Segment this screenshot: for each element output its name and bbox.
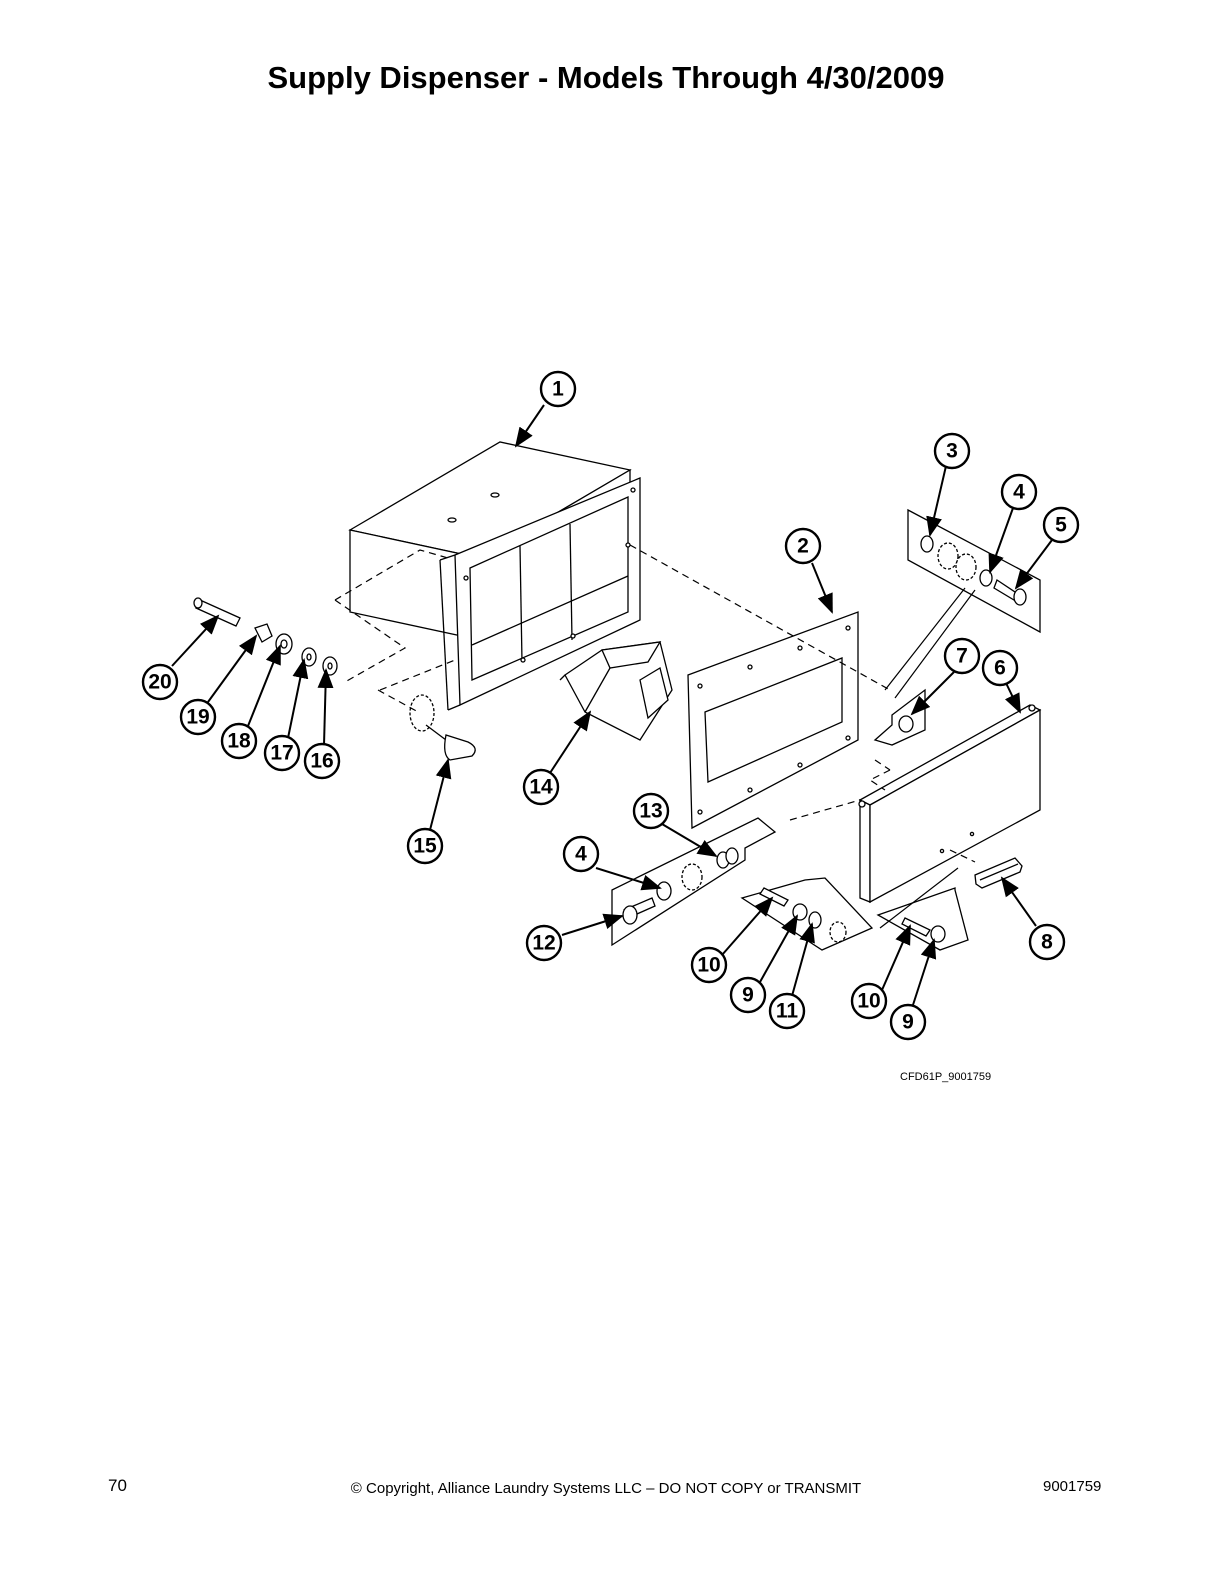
callout-9-right: 9	[889, 1003, 927, 1041]
svg-text:6: 6	[994, 657, 1006, 680]
dispenser-housing	[348, 441, 641, 711]
hardware-group-upper-right	[907, 508, 1041, 634]
gasket-panel	[687, 611, 859, 830]
callout-11: 11	[768, 992, 806, 1030]
callout-14: 14	[522, 768, 560, 806]
callout-19: 19	[179, 698, 217, 736]
callout-12: 12	[525, 924, 563, 962]
callout-2: 2	[784, 527, 822, 565]
callout-3: 3	[933, 432, 971, 470]
leader-lines-solid	[879, 587, 976, 929]
callout-4-lower: 4	[562, 835, 600, 873]
callout-10-right: 10	[850, 982, 888, 1020]
svg-text:4: 4	[575, 843, 587, 866]
callout-16: 16	[303, 742, 341, 780]
callout-6: 6	[981, 649, 1019, 687]
callout-arrows	[171, 404, 1053, 1009]
document-number: 9001759	[1043, 1478, 1102, 1495]
svg-text:18: 18	[227, 730, 251, 753]
svg-text:1: 1	[552, 378, 564, 401]
svg-text:13: 13	[639, 800, 662, 823]
callout-9-center: 9	[729, 976, 767, 1014]
svg-text:19: 19	[186, 706, 209, 729]
svg-text:17: 17	[270, 742, 293, 765]
svg-text:20: 20	[148, 671, 171, 694]
svg-text:9: 9	[742, 984, 754, 1007]
svg-text:7: 7	[956, 645, 968, 668]
svg-text:11: 11	[776, 1000, 799, 1023]
svg-text:4: 4	[1013, 481, 1025, 504]
svg-text:5: 5	[1055, 514, 1067, 537]
copyright-notice: © Copyright, Alliance Laundry Systems LL…	[350, 1480, 862, 1497]
callout-20: 20	[141, 663, 179, 701]
page-title: Supply Dispenser - Models Through 4/30/2…	[267, 60, 945, 95]
page-number: 70	[108, 1476, 127, 1495]
svg-text:16: 16	[310, 750, 333, 773]
assembly-dashed-lines	[334, 544, 976, 863]
svg-text:10: 10	[697, 954, 720, 977]
svg-text:9: 9	[902, 1011, 914, 1034]
callout-10-center: 10	[690, 946, 728, 984]
drawing-code: CFD61P_9001759	[900, 1071, 991, 1083]
callout-5: 5	[1042, 506, 1080, 544]
callout-13: 13	[632, 792, 670, 830]
svg-text:2: 2	[797, 535, 809, 558]
svg-text:3: 3	[946, 440, 958, 463]
lid-handle	[974, 857, 1023, 889]
callouts: 1 2 3 4 5 6 7 8 9 10 11 12 13 14 15 16 1…	[141, 370, 1080, 1041]
cover-lid	[858, 704, 1042, 904]
svg-text:8: 8	[1041, 931, 1053, 954]
callout-4-upper: 4	[1000, 473, 1038, 511]
svg-text:12: 12	[532, 932, 555, 955]
hardware-stack-left	[193, 597, 338, 676]
callout-1: 1	[539, 370, 577, 408]
svg-text:15: 15	[413, 835, 437, 858]
supply-chute	[559, 641, 673, 741]
callout-15: 15	[406, 827, 444, 865]
svg-text:14: 14	[529, 776, 553, 799]
knob	[409, 694, 476, 761]
callout-18: 18	[220, 722, 258, 760]
svg-text:10: 10	[857, 990, 880, 1013]
callout-7: 7	[943, 637, 981, 675]
callout-8: 8	[1028, 923, 1066, 961]
hardware-nut-7	[873, 688, 926, 746]
callout-17: 17	[263, 734, 301, 772]
